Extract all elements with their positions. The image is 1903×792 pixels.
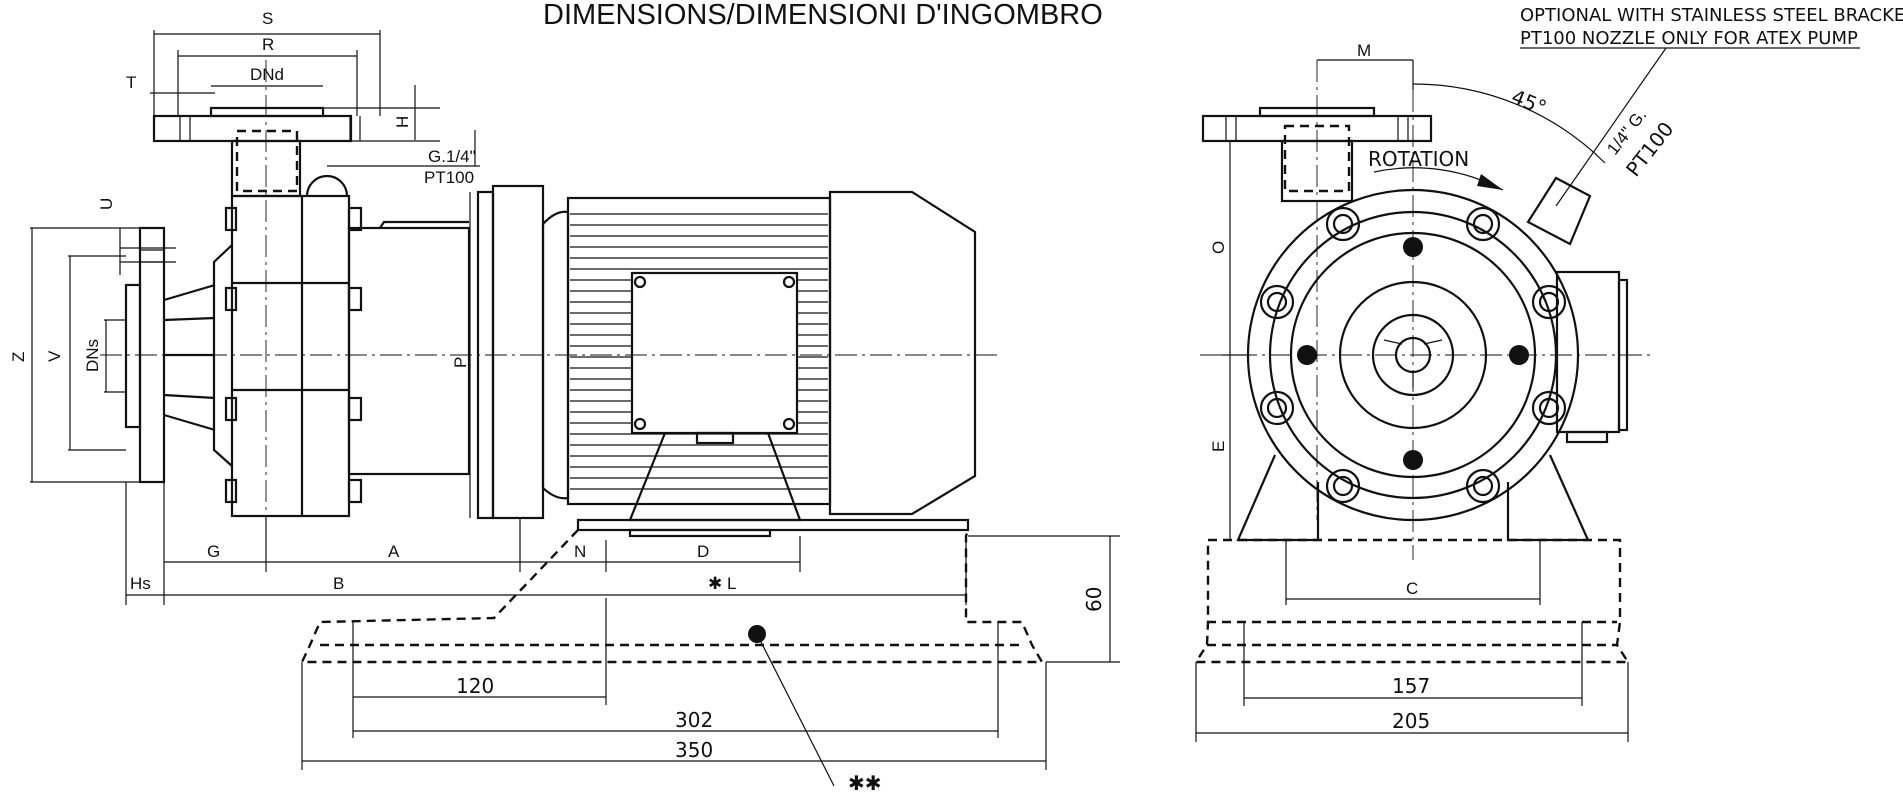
dim-120: 120 (456, 674, 494, 698)
motor-base-plate (576, 518, 970, 538)
dim-157: 157 (1392, 674, 1430, 698)
dim-G: G (207, 542, 220, 561)
pump-casing (212, 194, 363, 518)
motor (541, 190, 977, 522)
dim-H: H (393, 116, 412, 128)
dim-U: U (97, 198, 116, 210)
atex-note: PT100 NOZZLE ONLY FOR ATEX PUMP (1520, 28, 1858, 49)
dim-205: 205 (1392, 709, 1430, 733)
dim-Hs: Hs (130, 574, 151, 593)
bracket-note: OPTIONAL WITH STAINLESS STEEL BRACKET (1520, 5, 1903, 26)
gauge-port-sensor: PT100 (424, 168, 474, 187)
dim-C: C (1406, 579, 1418, 598)
dim-L: ✱ L (708, 574, 736, 593)
dim-DNd: DNd (250, 65, 284, 84)
gauge-port-size: G.1/4" (428, 147, 476, 166)
lantern-adapter (347, 184, 545, 520)
dim-V: V (45, 350, 64, 362)
base-dims: 60 120 302 350 (301, 535, 1120, 770)
dim-A: A (388, 542, 400, 561)
dim-O: O (1209, 241, 1228, 254)
dim-DNs: DNs (83, 339, 102, 372)
dim-D: D (697, 542, 709, 561)
drawing-title: DIMENSIONS/DIMENSIONI D'INGOMBRO (543, 0, 1103, 31)
dim-B: B (333, 574, 344, 593)
dim-M: M (1357, 41, 1371, 60)
dim-302: 302 (675, 708, 713, 732)
rotation-label: ROTATION (1368, 147, 1469, 171)
dim-E: E (1209, 441, 1228, 452)
dim-P: P (451, 357, 470, 368)
front-view: ROTATION 45° 1/4" G. PT100 M O E C 157 (1193, 41, 1678, 742)
base-note-double-asterisk: ✱✱ (848, 771, 882, 792)
dim-T: T (126, 73, 136, 92)
dim-Z: Z (9, 352, 28, 362)
dim-350: 350 (675, 738, 713, 762)
front-dims: M O E C 157 205 (1195, 41, 1629, 742)
discharge-flange (152, 106, 361, 198)
dim-S: S (262, 9, 273, 28)
dim-R: R (262, 35, 274, 54)
side-left-dims: Z V DNs U P (9, 192, 471, 518)
side-view: ✱✱ S R DNd T H G.1/4" PT100 (9, 9, 1120, 792)
side-bottom-dims: G A N D Hs B ✱ L (125, 482, 967, 605)
baseframe: ✱✱ (300, 529, 1045, 792)
dim-N: N (574, 542, 586, 561)
side-top-dims: S R DNd T H G.1/4" PT100 (126, 9, 480, 187)
dim-60: 60 (1082, 587, 1106, 612)
angle-label: 45° (1508, 84, 1550, 120)
